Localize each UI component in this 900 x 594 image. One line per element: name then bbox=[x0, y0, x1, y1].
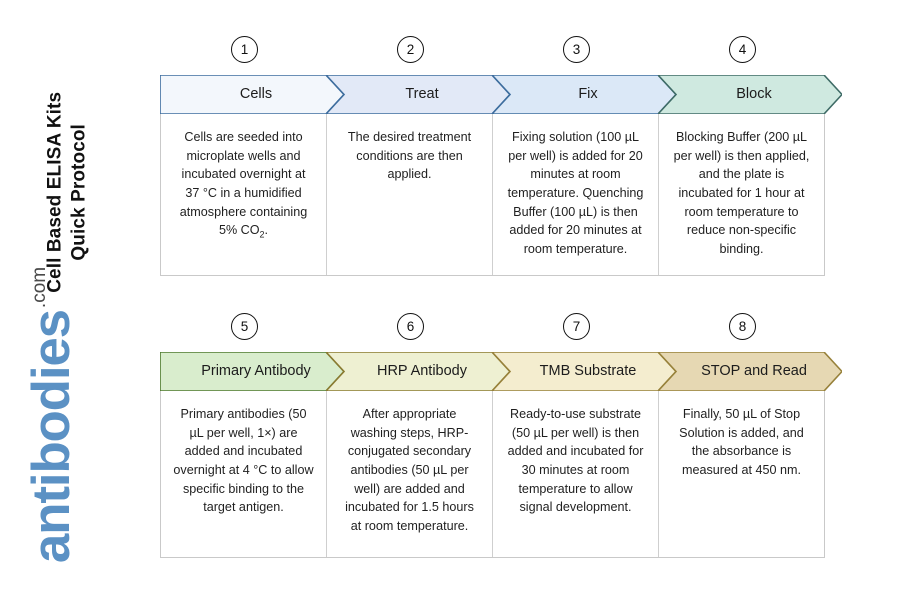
step-badge: 8 bbox=[729, 313, 756, 340]
chevron-step[interactable]: Treat bbox=[326, 75, 510, 114]
chevron-shape-icon bbox=[492, 75, 676, 114]
chevron-step[interactable]: Primary Antibody bbox=[160, 352, 344, 391]
step-description-cell: Ready-to-use substrate (50 µL per well) … bbox=[493, 391, 659, 557]
step-description-text: Primary antibodies (50 µL per well, 1×) … bbox=[173, 407, 314, 515]
step-description-cell: Finally, 50 µL of Stop Solution is added… bbox=[659, 391, 824, 557]
brand-logo-name: antibodies bbox=[22, 310, 81, 564]
chevron-step[interactable]: Cells bbox=[160, 75, 344, 114]
chevron-label: Cells bbox=[239, 86, 273, 103]
step-badge: 1 bbox=[231, 36, 258, 63]
chevron-shape-icon bbox=[658, 352, 842, 391]
chevron-shape-icon bbox=[658, 75, 842, 114]
chevron-shape-icon bbox=[326, 352, 510, 391]
chevron-label: HRP Antibody bbox=[376, 363, 467, 380]
protocol-row-1: 1 2 3 4 Cells Treat Fix Block bbox=[160, 36, 842, 276]
chevron-label: Fix bbox=[578, 86, 598, 103]
brand-logo-tld: .com bbox=[29, 266, 50, 309]
step-description-cell: Fixing solution (100 µL per well) is add… bbox=[493, 114, 659, 275]
chevron-step[interactable]: HRP Antibody bbox=[326, 352, 510, 391]
chevron-step[interactable]: Block bbox=[658, 75, 842, 114]
step-number-badges: 5 6 7 8 bbox=[160, 313, 825, 352]
chevron-step[interactable]: TMB Substrate bbox=[492, 352, 676, 391]
step-description-text: After appropriate washing steps, HRP-con… bbox=[345, 407, 474, 533]
chevron-label: Treat bbox=[405, 86, 439, 103]
brand-logo: antibodies .com bbox=[22, 267, 95, 563]
step-description-row: Cells are seeded into microplate wells a… bbox=[160, 114, 825, 276]
chevron-label: Block bbox=[736, 86, 772, 103]
step-badge: 5 bbox=[231, 313, 258, 340]
step-description-cell: Blocking Buffer (200 µL per well) is the… bbox=[659, 114, 824, 275]
protocol-row-2: 5 6 7 8 Primary Antibody HRP Antibody TM… bbox=[160, 313, 842, 558]
chevron-shape-icon bbox=[326, 75, 510, 114]
chevron-shape-icon bbox=[492, 352, 676, 391]
step-description-text: Cells are seeded into microplate wells a… bbox=[179, 130, 308, 240]
chevron-band: Primary Antibody HRP Antibody TMB Substr… bbox=[160, 352, 842, 391]
step-number-badges: 1 2 3 4 bbox=[160, 36, 825, 75]
step-description-text: The desired treatment conditions are the… bbox=[347, 130, 472, 182]
chevron-step[interactable]: STOP and Read bbox=[658, 352, 842, 391]
chevron-band: Cells Treat Fix Block bbox=[160, 75, 842, 114]
step-description-cell: The desired treatment conditions are the… bbox=[327, 114, 493, 275]
chevron-label: STOP and Read bbox=[701, 363, 807, 380]
step-description-cell: Primary antibodies (50 µL per well, 1×) … bbox=[161, 391, 327, 557]
step-description-text: Finally, 50 µL of Stop Solution is added… bbox=[679, 407, 804, 477]
step-badge: 3 bbox=[563, 36, 590, 63]
step-description-text: Fixing solution (100 µL per well) is add… bbox=[507, 130, 644, 256]
step-badge: 4 bbox=[729, 36, 756, 63]
step-description-text: Blocking Buffer (200 µL per well) is the… bbox=[673, 130, 810, 256]
step-badge: 7 bbox=[563, 313, 590, 340]
step-badge: 2 bbox=[397, 36, 424, 63]
step-description-row: Primary antibodies (50 µL per well, 1×) … bbox=[160, 391, 825, 558]
step-description-cell: Cells are seeded into microplate wells a… bbox=[161, 114, 327, 275]
chevron-label: Primary Antibody bbox=[201, 363, 311, 380]
chevron-step[interactable]: Fix bbox=[492, 75, 676, 114]
step-description-text: Ready-to-use substrate (50 µL per well) … bbox=[507, 407, 644, 515]
step-description-cell: After appropriate washing steps, HRP-con… bbox=[327, 391, 493, 557]
step-badge: 6 bbox=[397, 313, 424, 340]
chevron-label: TMB Substrate bbox=[539, 363, 637, 380]
